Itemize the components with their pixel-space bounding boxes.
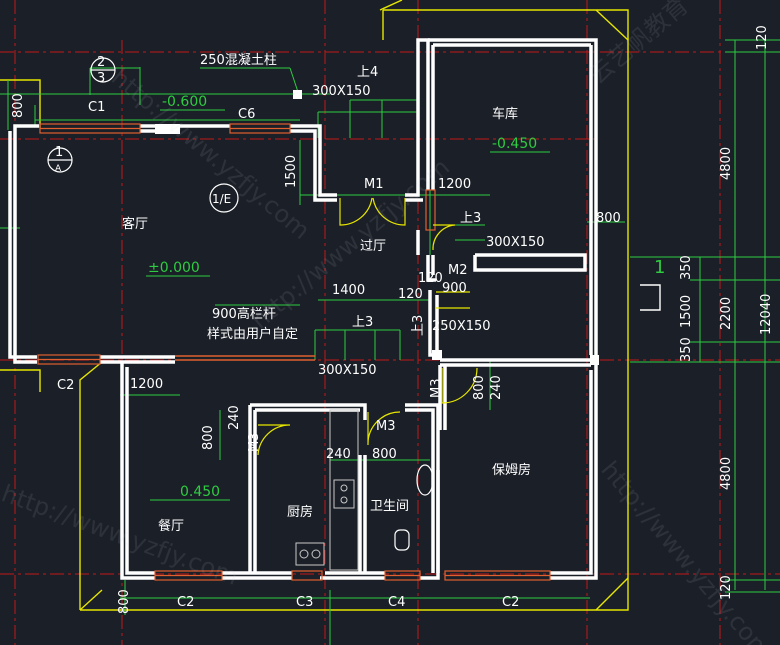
dim-350-b: 350	[679, 337, 694, 362]
dimension-lines	[0, 39, 780, 645]
dim-1500-right: 1500	[679, 295, 694, 328]
dim-800-left-bottom: 800	[117, 589, 132, 614]
room-kitchen: 厨房	[287, 504, 313, 520]
dim-120-bottom-right: 120	[719, 575, 734, 600]
dim-240-nanny: 240	[489, 375, 504, 400]
railing-note-1: 900高栏杆	[212, 306, 276, 322]
window-c4: C4	[388, 595, 405, 610]
bathroom-fixtures	[394, 464, 434, 551]
watermark-url-1: http://www.yzfjy.com	[246, 153, 455, 335]
kitchen-counter	[295, 409, 359, 571]
roof-outline	[0, 0, 629, 611]
railing	[175, 355, 315, 361]
dim-1500-v: 1500	[284, 155, 299, 188]
level-garage: -0.450	[492, 136, 537, 152]
axis-label-a: A	[55, 164, 62, 174]
dim-800-right: 800	[596, 211, 621, 226]
level-dining: 0.450	[180, 484, 220, 500]
section-mark-right	[640, 284, 661, 311]
dim-120-b: 120	[398, 287, 423, 302]
room-nanny: 保姆房	[492, 462, 531, 478]
dim-2200: 2200	[719, 297, 734, 330]
axis-label-1e: 1/E	[212, 192, 231, 206]
window-c3: C3	[296, 595, 313, 610]
room-bathroom: 卫生间	[370, 499, 409, 514]
room-garage: 车库	[492, 106, 518, 122]
dim-step-top: 300X150	[312, 84, 371, 99]
column-note: 250混凝土柱	[200, 52, 277, 68]
level-outdoor: -0.600	[162, 94, 207, 110]
step-up-garage: 上3	[460, 211, 481, 226]
dim-800-bath: 800	[372, 447, 397, 462]
dim-1400: 1400	[332, 283, 365, 298]
dim-900: 900	[442, 281, 467, 296]
dim-step-garage: 300X150	[486, 235, 545, 250]
dim-4800-bottom: 4800	[719, 457, 734, 490]
dim-120-top-right: 120	[755, 25, 770, 50]
window-c2-bottom-left: C2	[177, 595, 194, 610]
axis-label-2: 2	[97, 55, 105, 70]
step-up-top: 上4	[357, 65, 378, 80]
dim-240-dining: 240	[227, 405, 242, 430]
dim-step-mid: 300X150	[318, 363, 377, 378]
columns	[155, 90, 599, 365]
dim-800-nanny: 800	[472, 375, 487, 400]
dim-120-a: 120	[418, 271, 443, 286]
window-c1: C1	[88, 100, 105, 115]
dim-800-dining: 800	[201, 425, 216, 450]
windows	[37, 123, 551, 581]
axis-label-3: 3	[97, 71, 105, 86]
room-hall: 过厅	[360, 239, 386, 254]
window-c2-bottom-right: C2	[502, 595, 519, 610]
door-m3-dining: M3	[247, 433, 262, 453]
watermark-url-3: http://www.yzfjy.com	[595, 456, 777, 645]
axis-bubbles	[47, 57, 239, 213]
step-up-mid: 上3	[352, 315, 373, 330]
level-living: ±0.000	[148, 260, 200, 276]
window-c2-left: C2	[57, 378, 74, 393]
railing-note-2: 样式由用户自定	[207, 326, 298, 342]
door-m3-nanny: M3	[429, 379, 444, 399]
dim-12040: 12040	[759, 294, 774, 335]
dim-350-a: 350	[679, 255, 694, 280]
section-label-1: 1	[654, 257, 665, 278]
dim-1200-dining: 1200	[130, 377, 163, 392]
door-m3-bath: M3	[376, 419, 396, 434]
door-m2: M2	[448, 263, 468, 278]
doors	[257, 197, 478, 456]
dim-4800-top: 4800	[719, 147, 734, 180]
dim-step-rot: 250X150	[432, 319, 491, 334]
room-living: 客厅	[122, 216, 148, 232]
dim-800-left-top: 800	[11, 93, 26, 118]
step-up-rot: 上3	[411, 315, 426, 336]
window-c6: C6	[238, 107, 255, 122]
dim-240-kitchen: 240	[326, 447, 351, 462]
dim-1200-hall: 1200	[438, 177, 471, 192]
room-dining: 餐厅	[158, 518, 184, 534]
door-m1: M1	[364, 177, 384, 192]
axis-label-1: 1	[55, 145, 63, 160]
